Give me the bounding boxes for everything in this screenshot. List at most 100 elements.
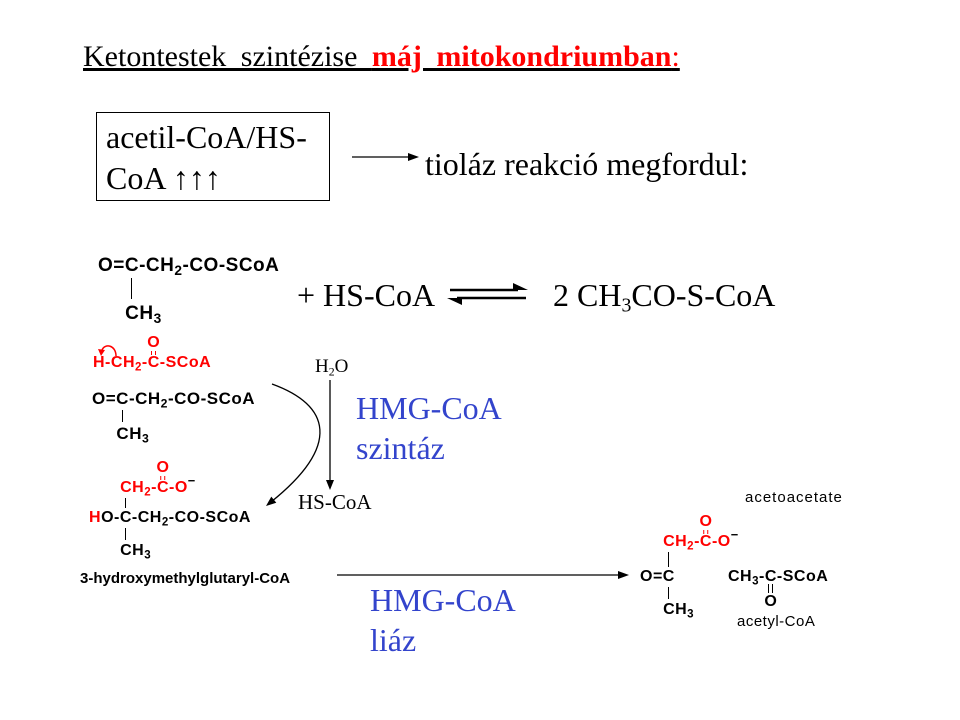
title-text: Ketontestek szintézise xyxy=(83,40,372,73)
condition-line-2: CoA ↑↑↑ xyxy=(106,160,221,196)
formula-text: C xyxy=(662,568,675,585)
formula-subscript: 2 xyxy=(687,540,695,553)
formula-subscript: 2 xyxy=(161,516,169,529)
product-text: CO-S-CoA xyxy=(631,277,776,313)
methyl-group: CH3 xyxy=(663,601,695,621)
formula-text: O= xyxy=(98,255,125,276)
formula-subscript: 2 xyxy=(135,361,142,374)
formula-text: -CH xyxy=(128,389,161,408)
formula-subscript: 3 xyxy=(141,431,150,446)
hmg-coa-name: 3-hydroxymethylglutaryl-CoA xyxy=(80,570,291,587)
product-text: 2 CH xyxy=(553,277,622,313)
formula-text: - xyxy=(694,533,700,550)
formula-subscript: 3 xyxy=(153,311,162,327)
water-text: O xyxy=(334,356,349,377)
formula-text: C xyxy=(147,354,160,371)
formula-subscript: 2 xyxy=(144,486,152,499)
formula-text: -SCoA xyxy=(776,568,829,585)
formula-text: CH xyxy=(120,542,145,559)
single-bond xyxy=(131,278,133,299)
electron-pushing-arrow-icon xyxy=(98,345,117,357)
water-label: H2O xyxy=(315,356,349,379)
enzyme-hmg-coa-lyase-line-1: HMG-CoA xyxy=(370,582,516,618)
formula-subscript: 3 xyxy=(144,549,152,562)
water-subscript: 2 xyxy=(328,365,335,379)
formula-text: - xyxy=(141,354,148,371)
carbonyl-oxygen: O xyxy=(156,459,170,476)
condition-line-1: acetil-CoA/HS- xyxy=(106,119,307,155)
formula-subscript: 2 xyxy=(160,396,168,411)
formula-text: O= xyxy=(640,568,663,585)
formula-text: CH xyxy=(663,601,688,618)
formula-text: CH xyxy=(663,533,688,550)
formula-text: C xyxy=(116,389,129,408)
formula-subscript: 3 xyxy=(752,575,760,588)
thiolase-arrow xyxy=(352,153,419,161)
double-bond xyxy=(703,530,709,534)
formula-text: C xyxy=(156,479,170,496)
product-subscript: 3 xyxy=(621,294,632,317)
formula-text: -O xyxy=(711,533,731,550)
single-bond xyxy=(121,410,123,422)
carbonyl-oxygen: O xyxy=(764,593,778,610)
formula-subscript: 2 xyxy=(174,263,183,279)
formula-text: - xyxy=(759,568,765,585)
formula-text: -CO-SCoA xyxy=(167,389,256,408)
double-bond xyxy=(160,476,166,480)
double-bond xyxy=(768,584,774,593)
formula-text: CH xyxy=(116,424,142,443)
formula-text: H xyxy=(89,509,102,526)
formula-text: -CH xyxy=(139,255,175,276)
formula-subscript: 3 xyxy=(687,608,695,621)
formula-text: C xyxy=(124,255,140,276)
condition-box: acetil-CoA/HS- CoA ↑↑↑ xyxy=(96,112,330,201)
acetoacetyl-coa-formula: O=C CH3 -CH2-CO-SCoA xyxy=(98,255,280,325)
carbonyl-oxygen: O xyxy=(699,513,713,530)
acetoacetyl-coa-formula-2: O=C CH3 -CH2-CO-SCoA xyxy=(92,389,256,445)
single-bond xyxy=(668,552,670,567)
formula-text: C xyxy=(119,509,132,526)
enzyme-hmg-coa-synthase-line-2: szintáz xyxy=(356,430,445,466)
slide-title: Ketontestek szintézise máj mitokondriumb… xyxy=(83,42,680,72)
methyl-group: CH3 xyxy=(116,424,149,445)
thiolase-product: 2 CH3CO-S-CoA xyxy=(553,277,776,315)
water-text: H xyxy=(315,356,329,377)
acetoacetate-name: acetoacetate xyxy=(745,489,843,506)
lyase-arrow xyxy=(337,571,629,579)
equilibrium-arrows xyxy=(447,283,528,305)
formula-text: -CO-SCoA xyxy=(182,255,280,276)
title-highlight: máj mitokondriumban xyxy=(371,40,672,73)
formula-text: H-CH xyxy=(93,354,135,371)
formula-text: -O xyxy=(169,479,188,496)
carbonyl-carbon: C CH3 xyxy=(124,255,161,325)
formula-text: C xyxy=(764,568,777,585)
cosubstrate-hs-coa: + HS-CoA xyxy=(297,277,436,313)
formula-text: O- xyxy=(101,509,120,526)
carbonyl-carbon: C CH3 xyxy=(116,389,149,445)
methyl-group: CH3 xyxy=(125,304,162,327)
thiolase-note: tioláz reakció megfordul: xyxy=(425,146,749,182)
double-bond xyxy=(151,351,157,355)
synthase-curved-arrow xyxy=(266,383,321,506)
negative-charge: − xyxy=(187,472,196,488)
single-bond xyxy=(668,587,670,599)
title-suffix: : xyxy=(671,40,680,73)
acetyl-coa-name: acetyl-CoA xyxy=(737,613,816,630)
formula-text: -SCoA xyxy=(159,354,212,371)
formula-text: - xyxy=(151,479,157,496)
carbonyl-oxygen: O xyxy=(147,334,161,351)
formula-text: CH xyxy=(120,479,145,496)
formula-text: -CH xyxy=(131,509,162,526)
formula-text: O= xyxy=(92,389,117,408)
